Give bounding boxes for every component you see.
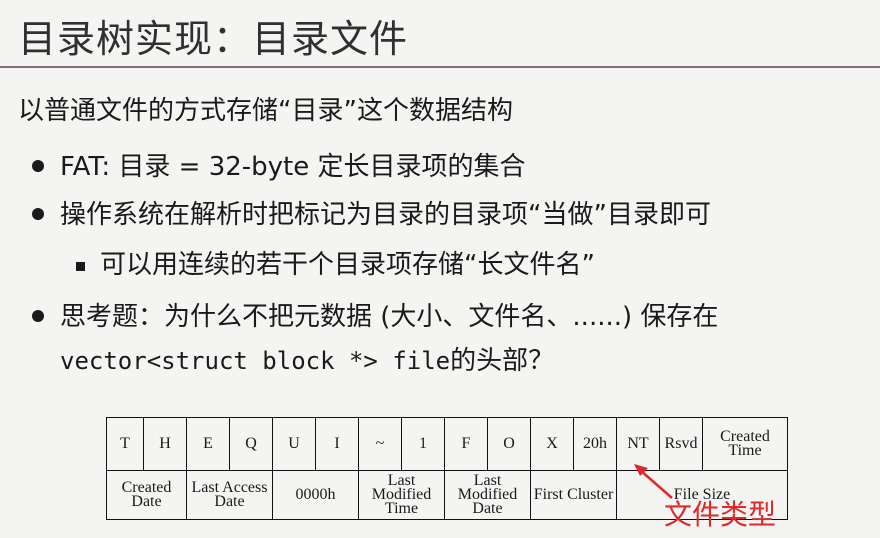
table-cell: F: [444, 417, 488, 471]
directory-entry-table: T H E Q U I ~ 1 F O X 20h NT Rsvd Create…: [106, 417, 788, 520]
bullet-os-parse: 操作系统在解析时把标记为目录的目录项“当做”目录即可: [60, 200, 711, 230]
table-row: T H E Q U I ~ 1 F O X 20h NT Rsvd Create…: [106, 417, 788, 471]
bullet-dot: [32, 310, 44, 322]
table-cell: Created Date: [106, 470, 187, 520]
question-line-2: vector<struct block *> file的头部？: [60, 340, 554, 377]
table-cell: Created Time: [702, 417, 788, 471]
table-cell-attr: 20h: [573, 417, 617, 471]
bullet-fat: FAT: 目录 = 32-byte 定长目录项的集合: [60, 152, 526, 182]
bullet-dot: [32, 208, 44, 220]
question-suffix: 的头部？: [450, 346, 555, 376]
table-cell: Last Modified Time: [358, 470, 445, 520]
table-cell: U: [272, 417, 316, 471]
intro-text: 以普通文件的方式存储“目录”这个数据结构: [18, 96, 513, 126]
table-cell: 1: [401, 417, 445, 471]
title-divider: [0, 66, 880, 68]
table-cell: Last Access Date: [186, 470, 273, 520]
table-cell: File Size: [616, 470, 788, 520]
table-row: Created Date Last Access Date 0000h Last…: [106, 470, 788, 520]
table-cell: E: [186, 417, 230, 471]
slide-title: 目录树实现：目录文件: [18, 17, 409, 61]
sub-bullet-long-filename: 可以用连续的若干个目录项存储“长文件名”: [100, 250, 595, 280]
table-cell: H: [143, 417, 187, 471]
annotation-file-type: 文件类型: [664, 498, 777, 531]
bullet-dot: [32, 160, 44, 172]
table-cell: Q: [229, 417, 273, 471]
sub-bullet-square: [76, 262, 85, 271]
bullet-question: 思考题：为什么不把元数据 (大小、文件名、......) 保存在: [60, 302, 719, 332]
code-snippet: vector<struct block *> file: [60, 347, 451, 375]
table-cell: Rsvd: [659, 417, 703, 471]
